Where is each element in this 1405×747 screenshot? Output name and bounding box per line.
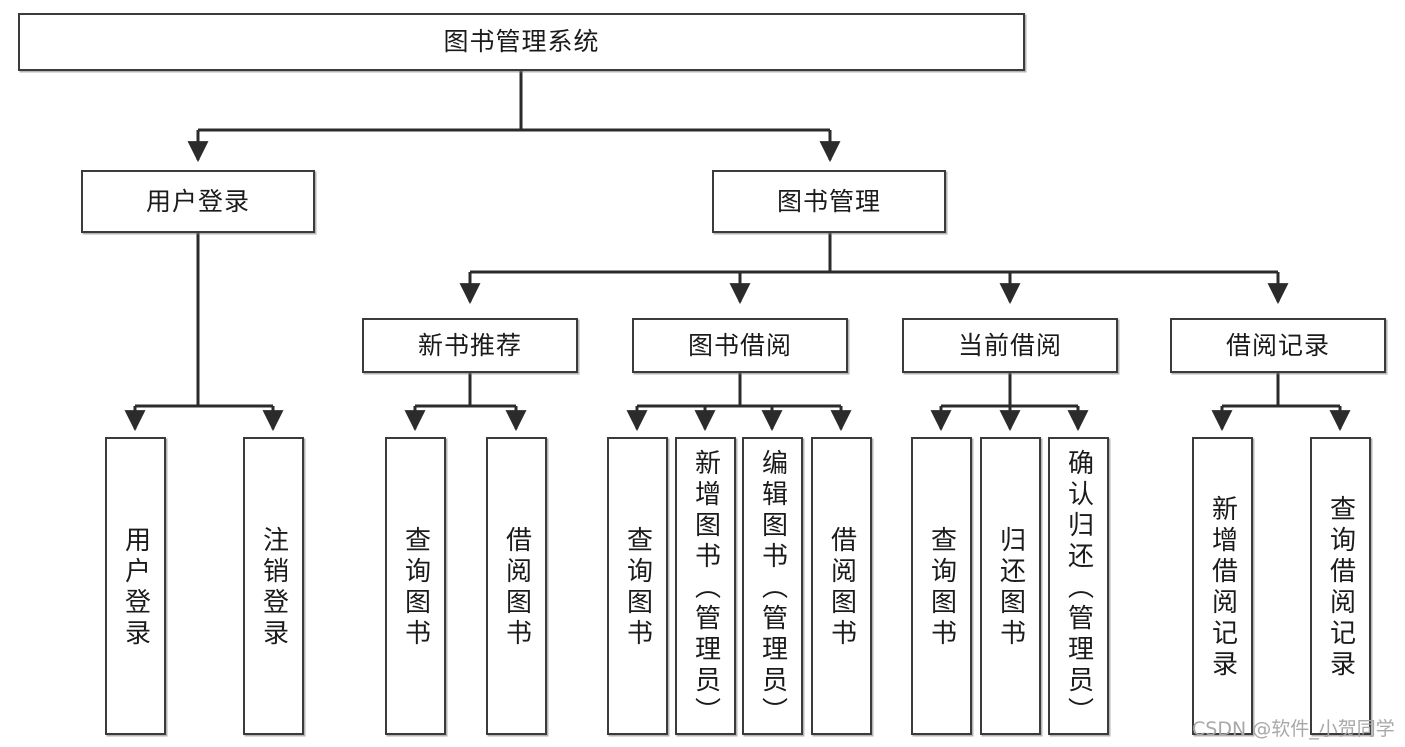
node-leaf-add-record-label: 新增借阅记录 [1207,495,1238,681]
node-leaf-confirm-return-label: 确认归还（管理员） [1063,449,1094,728]
node-leaf-query-record-label: 查询借阅记录 [1325,495,1356,681]
node-leaf-confirm-return[interactable]: 确认归还（管理员） [1048,437,1109,735]
node-current-borrow-label: 当前借阅 [957,330,1062,360]
node-leaf-edit-book[interactable]: 编辑图书（管理员） [742,437,803,735]
node-leaf-add-record[interactable]: 新增借阅记录 [1192,437,1253,735]
node-book-borrow-label: 图书借阅 [687,330,792,360]
node-leaf-borrow-book-1[interactable]: 借阅图书 [486,437,547,735]
node-new-book-recommend[interactable]: 新书推荐 [362,318,578,373]
node-root[interactable]: 图书管理系统 [18,13,1025,71]
node-leaf-query-book-2[interactable]: 查询图书 [607,437,668,735]
node-user-login-label: 用户登录 [145,186,250,216]
node-user-login[interactable]: 用户登录 [81,170,315,233]
node-borrow-record-label: 借阅记录 [1225,330,1330,360]
node-leaf-borrow-book-2-label: 借阅图书 [826,526,857,650]
node-leaf-logout-login[interactable]: 注销登录 [243,437,304,735]
node-leaf-add-book-label: 新增图书（管理员） [690,449,721,728]
node-book-management-label: 图书管理 [776,186,881,216]
node-borrow-record[interactable]: 借阅记录 [1170,318,1386,373]
node-leaf-add-book[interactable]: 新增图书（管理员） [675,437,736,735]
node-leaf-query-book-3[interactable]: 查询图书 [911,437,972,735]
node-leaf-query-record[interactable]: 查询借阅记录 [1310,437,1371,735]
node-leaf-return-book-label: 归还图书 [995,526,1026,650]
node-root-label: 图书管理系统 [443,27,600,56]
node-book-management[interactable]: 图书管理 [712,170,946,233]
node-leaf-edit-book-label: 编辑图书（管理员） [757,449,788,728]
node-book-borrow[interactable]: 图书借阅 [632,318,848,373]
node-leaf-logout-login-label: 注销登录 [258,526,289,650]
node-leaf-user-login[interactable]: 用户登录 [105,437,166,735]
node-leaf-query-book-2-label: 查询图书 [622,526,653,650]
node-leaf-user-login-label: 用户登录 [120,526,151,650]
node-leaf-query-book-3-label: 查询图书 [926,526,957,650]
node-new-book-recommend-label: 新书推荐 [417,330,522,360]
node-leaf-borrow-book-1-label: 借阅图书 [501,526,532,650]
node-current-borrow[interactable]: 当前借阅 [902,318,1118,373]
node-leaf-return-book[interactable]: 归还图书 [980,437,1041,735]
csdn-watermark: CSDN @软件_小贺同学 [1192,718,1395,740]
node-leaf-query-book-1-label: 查询图书 [400,526,431,650]
node-leaf-query-book-1[interactable]: 查询图书 [385,437,446,735]
node-leaf-borrow-book-2[interactable]: 借阅图书 [811,437,872,735]
